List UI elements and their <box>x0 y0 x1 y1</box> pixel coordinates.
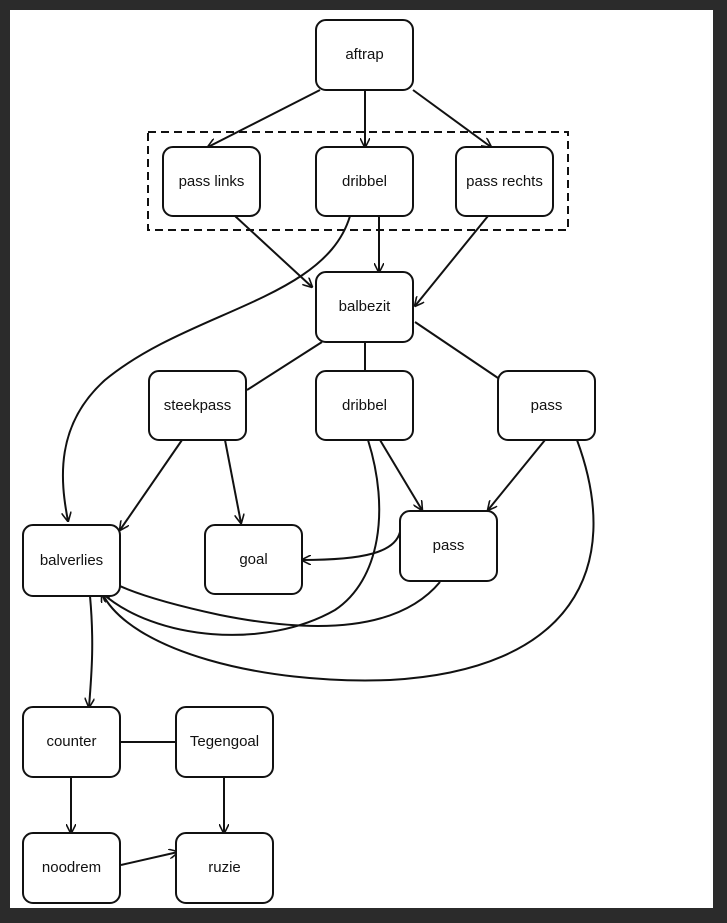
node-pass-mid: pass <box>497 370 596 441</box>
edge-pass-rechts-balbezit <box>415 215 489 306</box>
edge-pass-mid-balverlies <box>102 439 595 682</box>
node-dribbel: dribbel <box>315 146 414 217</box>
edge-balverlies-counter <box>89 595 92 707</box>
node-pass-low: pass <box>399 510 498 582</box>
group-box <box>147 131 569 231</box>
edge-aftrap-pass-links <box>208 89 321 147</box>
edge-aftrap-pass-rechts <box>412 89 491 147</box>
node-label: goal <box>239 551 267 568</box>
node-label: dribbel <box>342 397 387 414</box>
edge-steekpass-balverlies <box>120 439 183 530</box>
node-pass-links: pass links <box>162 146 261 217</box>
node-label: ruzie <box>208 859 241 876</box>
node-dribbel-mid: dribbel <box>315 370 414 441</box>
edge-steekpass-goal <box>224 439 241 523</box>
edge-balbezit-pass-mid <box>414 321 499 379</box>
node-steekpass: steekpass <box>148 370 247 441</box>
node-pass-rechts: pass rechts <box>455 146 554 217</box>
edges <box>63 89 595 866</box>
edge-dribbel-mid-balverlies <box>102 439 381 636</box>
node-goal: goal <box>204 524 303 595</box>
diagram-canvas: aftrap pass links dribbel pass rechts ba… <box>10 10 713 908</box>
node-label: noodrem <box>42 859 101 876</box>
node-label: Tegengoal <box>190 733 259 750</box>
node-noodrem: noodrem <box>22 832 121 904</box>
edge-noodrem-ruzie <box>120 852 178 866</box>
node-ruzie: ruzie <box>175 832 274 904</box>
node-label: pass <box>433 537 465 554</box>
edge-pass-low-balverlies <box>107 579 441 628</box>
edge-balbezit-steekpass <box>246 341 323 391</box>
edge-dribbel-balverlies <box>63 215 351 521</box>
node-balbezit: balbezit <box>315 271 414 343</box>
node-tegengoal: Tegengoal <box>175 706 274 778</box>
node-counter: counter <box>22 706 121 778</box>
edge-pass-mid-pass-low <box>488 439 546 510</box>
flow-diagram: aftrap pass links dribbel pass rechts ba… <box>22 19 596 904</box>
node-balverlies: balverlies <box>22 524 121 597</box>
node-aftrap: aftrap <box>315 19 414 91</box>
node-label: balbezit <box>339 298 392 315</box>
node-label: counter <box>46 733 96 750</box>
edge-pass-low-goal <box>302 531 401 560</box>
node-label: pass links <box>179 173 245 190</box>
node-label: steekpass <box>164 397 232 414</box>
node-label: aftrap <box>345 46 383 63</box>
node-label: pass <box>531 397 563 414</box>
node-label: pass rechts <box>466 173 543 190</box>
node-label: dribbel <box>342 173 387 190</box>
node-label: balverlies <box>40 552 103 569</box>
edge-pass-links-balbezit <box>234 215 312 287</box>
edge-dribbel-mid-pass-low <box>379 439 422 510</box>
